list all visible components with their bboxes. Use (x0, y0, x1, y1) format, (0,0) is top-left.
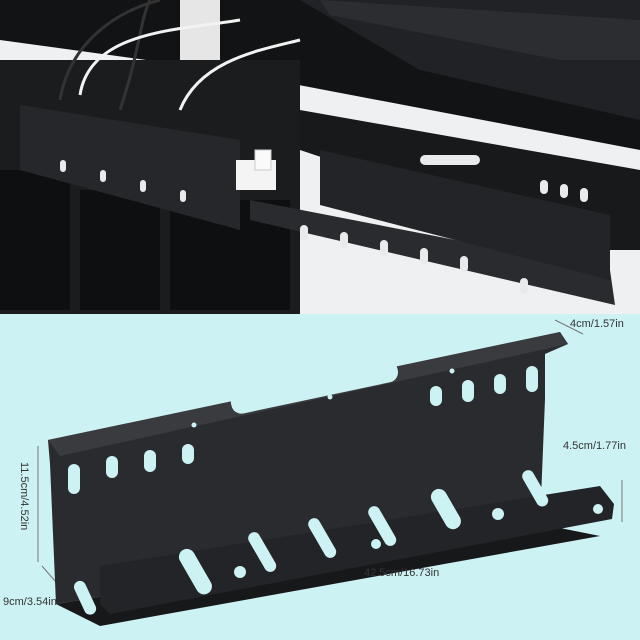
height-label: 11.5cm/4.52in (18, 462, 30, 531)
installed-tray-photo (0, 0, 640, 314)
depth-top-label: 4cm/1.57in (570, 318, 624, 330)
cable-tray-render (37, 319, 623, 626)
width-label: 9cm/3.54in (3, 596, 57, 608)
dimension-diagram: 4cm/1.57in 4.5cm/1.77in 11.5cm/4.52in 42… (0, 314, 640, 640)
length-label: 42.5cm/16.73in (364, 567, 440, 579)
desk-scene (0, 0, 640, 314)
side-height-label: 4.5cm/1.77in (563, 440, 626, 452)
